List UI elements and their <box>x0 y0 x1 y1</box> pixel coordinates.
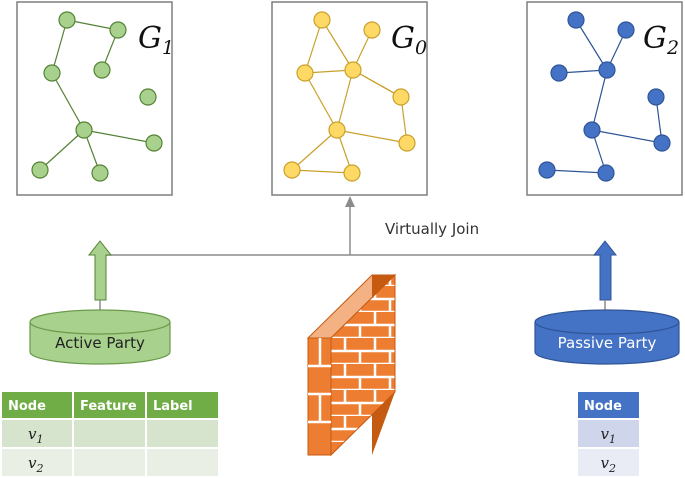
graph-node <box>283 161 301 179</box>
table-header-label: Label <box>153 399 193 414</box>
table-cell <box>2 449 72 476</box>
graph-edge <box>352 69 402 98</box>
graph-node <box>597 164 615 182</box>
graph-node <box>313 11 331 29</box>
graph-node <box>392 88 410 106</box>
table-header-cell <box>2 392 72 418</box>
table-cell <box>147 449 218 476</box>
graph-edge <box>546 169 607 174</box>
graph-node <box>296 64 314 82</box>
graph-node <box>139 88 157 106</box>
graph-edge <box>591 69 608 131</box>
graph-edge <box>575 19 608 71</box>
graph-node <box>653 134 671 152</box>
graph-edge <box>51 72 85 131</box>
graph-node <box>31 161 49 179</box>
firewall-icon <box>306 273 397 457</box>
passive-party-table: Node v1 v2 <box>578 392 639 476</box>
join-label: Virtually Join <box>385 220 479 238</box>
graph-node <box>647 88 665 106</box>
active-upload-arrow <box>87 240 113 301</box>
graph-title-g0: G0 <box>391 21 427 59</box>
graph-edge <box>51 19 68 74</box>
table-cell <box>578 449 639 476</box>
passive-upload-arrow <box>592 240 618 301</box>
node-id-label: v2 <box>601 454 616 475</box>
node-id-label: v2 <box>28 454 43 475</box>
table-header-cell <box>147 392 218 418</box>
table-cell <box>74 449 145 476</box>
table-cell <box>2 420 72 447</box>
table-header-label: Node <box>584 399 622 414</box>
graph-node <box>398 134 416 152</box>
database-icon <box>534 309 680 365</box>
graph-node <box>343 164 361 182</box>
table-cell <box>578 420 639 447</box>
graph-node <box>583 121 601 139</box>
graph-node <box>550 64 568 82</box>
graph-node <box>617 21 635 39</box>
database-icon <box>29 309 171 365</box>
graph-node <box>91 164 109 182</box>
graph-node <box>93 61 111 79</box>
graph-node <box>344 61 362 79</box>
graph-g2 <box>538 11 671 182</box>
graph-title-g2: G2 <box>643 21 679 59</box>
graph-title-g1: G1 <box>138 21 174 59</box>
graph-edge <box>39 129 85 171</box>
active-party-table: Node Feature Label v1 v2 <box>2 392 218 476</box>
table-header-label: Feature <box>80 399 137 414</box>
active-party-label: Active Party <box>55 334 145 352</box>
node-id-label: v1 <box>601 425 616 446</box>
graph-node <box>43 64 61 82</box>
table-header-cell <box>74 392 145 418</box>
graph-node <box>145 134 163 152</box>
graph-edge <box>83 129 155 144</box>
graph-edge <box>321 19 354 71</box>
graph-node <box>567 11 585 29</box>
node-id-label: v1 <box>28 425 43 446</box>
graph-edge <box>591 129 663 144</box>
graph-edge <box>304 19 323 74</box>
graph-node <box>109 21 127 39</box>
graph-g0 <box>283 11 416 182</box>
graph-node <box>363 21 381 39</box>
graph-edge <box>336 129 408 144</box>
passive-party-label: Passive Party <box>558 334 657 352</box>
table-header-label: Node <box>8 399 46 414</box>
graph-node <box>538 161 556 179</box>
graph-edge <box>66 19 119 31</box>
graph-node <box>75 121 93 139</box>
graph-node <box>328 121 346 139</box>
graph-node <box>58 11 76 29</box>
graph-node <box>598 61 616 79</box>
graph-edge <box>291 169 353 174</box>
graph-edge <box>304 72 338 131</box>
graph-g1 <box>31 11 163 182</box>
table-cell <box>147 420 218 447</box>
graph-edge <box>291 129 338 171</box>
table-cell <box>74 420 145 447</box>
table-header-cell <box>578 392 639 418</box>
graph-edge <box>336 69 354 131</box>
join-arrowhead <box>345 196 355 207</box>
